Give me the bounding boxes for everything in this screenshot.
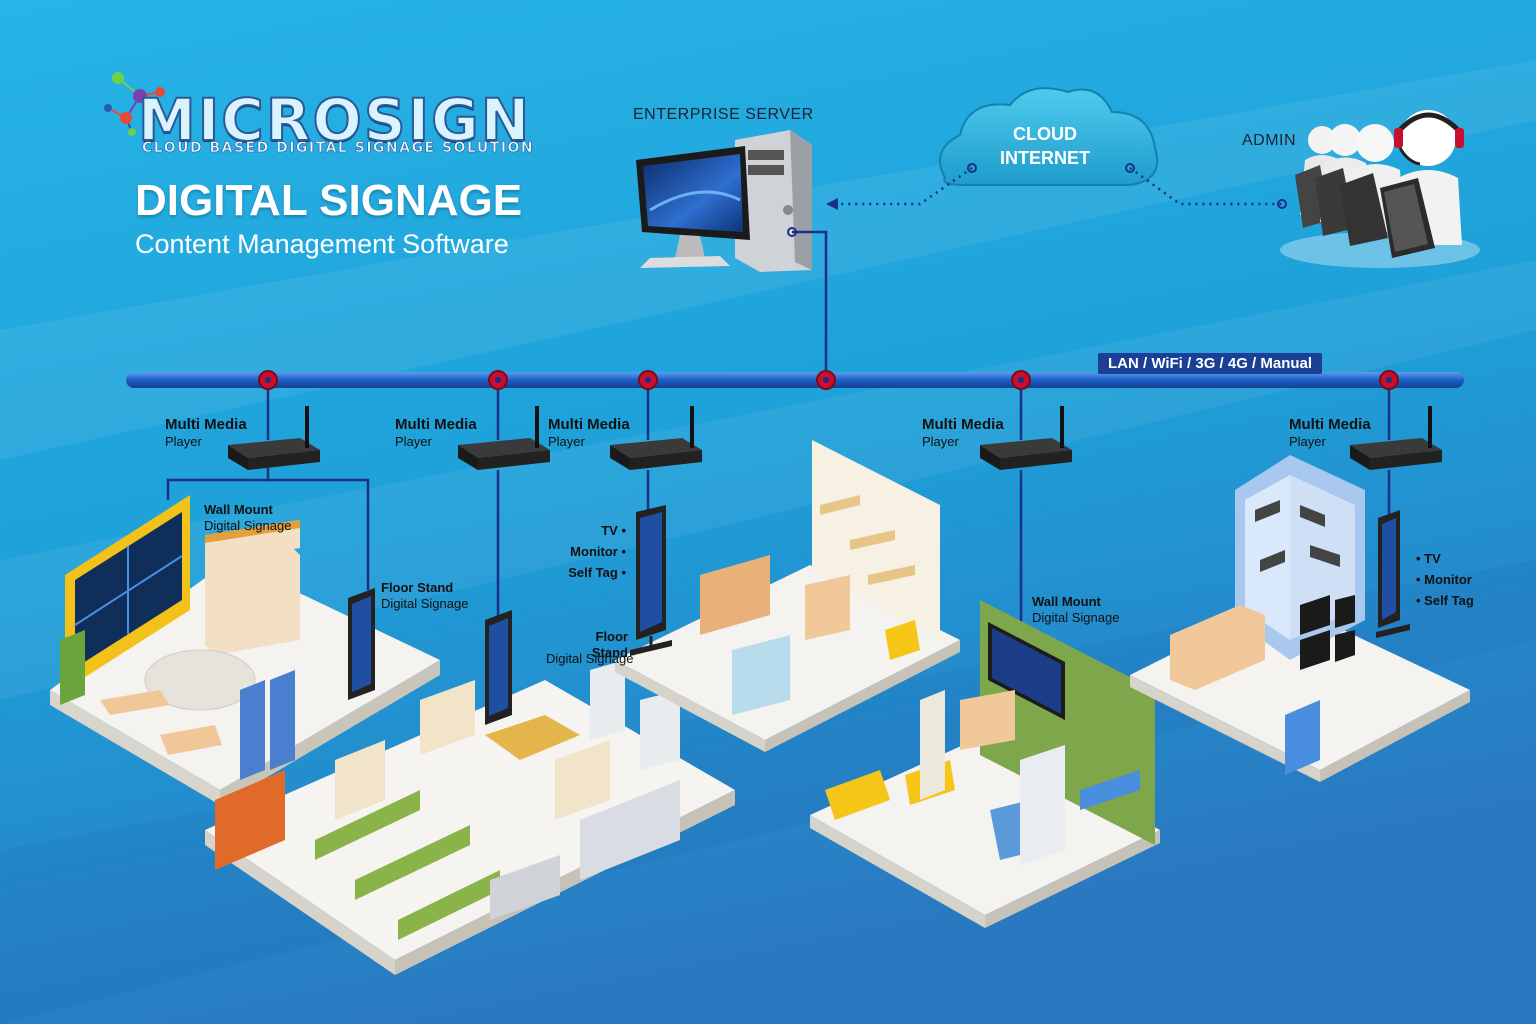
cloud-server-link: [828, 166, 973, 206]
molecule-logo-icon: [104, 72, 165, 136]
wall-mount-label-1: Wall Mount Digital Signage: [204, 502, 291, 534]
media-player-icon: [1350, 406, 1442, 470]
bullet-self-tag: • Self Tag: [1416, 593, 1474, 608]
wall-mount-sub: Digital Signage: [204, 518, 292, 533]
cloud-icon: [939, 87, 1159, 186]
bullet-monitor: Monitor •: [570, 544, 626, 559]
drop-lines: [166, 388, 1391, 640]
bullet-monitor: • Monitor: [1416, 572, 1472, 587]
page-subtitle: Content Management Software: [135, 229, 509, 259]
electronics-scene: [1130, 455, 1470, 782]
player-label-5: Multi Media Player: [1289, 416, 1371, 450]
player-subtitle: Player: [395, 434, 432, 449]
player-title: Multi Media: [165, 416, 247, 433]
server-computer-icon: [636, 130, 812, 272]
bullet-tv: • TV: [1416, 551, 1441, 566]
player-subtitle: Player: [1289, 434, 1326, 449]
floor-stand-title: Floor Stand: [381, 580, 454, 595]
clinic-scene: [810, 600, 1160, 928]
player-label-4: Multi Media Player: [922, 416, 1004, 450]
bullet-tv: TV •: [601, 523, 626, 538]
network-bus: [126, 372, 1464, 388]
media-player-icon: [980, 406, 1072, 470]
player-label-1: Multi Media Player: [165, 416, 247, 450]
supermarket-scene: [205, 610, 735, 975]
floor-stand-label-2: Floor Stand: [562, 629, 628, 661]
retail-scene: [615, 440, 960, 752]
floor-stand-title: Floor Stand: [591, 629, 628, 660]
player-title: Multi Media: [922, 416, 1004, 433]
device-bullets-left: TV • Monitor • Self Tag •: [560, 520, 626, 583]
page-title: DIGITAL SIGNAGE: [135, 176, 523, 225]
admin-operators-icon: [1280, 110, 1480, 268]
mall-scene: [50, 495, 440, 805]
cloud-label-line2: INTERNET: [1000, 148, 1090, 168]
server-link-line: [792, 230, 828, 380]
wall-mount-sub: Digital Signage: [1032, 610, 1120, 625]
bus-connectors: [258, 370, 1399, 390]
floor-stand-label-1: Floor Stand Digital Signage: [381, 580, 468, 612]
bullet-self-tag: Self Tag •: [568, 565, 626, 580]
player-title: Multi Media: [395, 416, 477, 433]
brand-tagline: CLOUD BASED DIGITAL SIGNAGE SOLUTION: [142, 140, 535, 157]
brand-logo: MICROSIGN: [137, 85, 532, 155]
player-title: Multi Media: [1289, 416, 1371, 433]
server-label: ENTERPRISE SERVER: [633, 106, 814, 123]
player-title: Multi Media: [548, 416, 630, 433]
player-subtitle: Player: [165, 434, 202, 449]
player-subtitle: Player: [548, 434, 585, 449]
media-player-icon: [458, 406, 550, 470]
floor-stand-sub: Digital Signage: [546, 651, 634, 666]
cloud-label-line1: CLOUD: [1013, 124, 1077, 144]
device-bullets-right: • TV • Monitor • Self Tag: [1416, 548, 1474, 611]
player-label-2: Multi Media Player: [395, 416, 477, 450]
floor-stand-sub: Digital Signage: [381, 596, 469, 611]
player-label-3: Multi Media Player: [548, 416, 630, 450]
wall-mount-label-2: Wall Mount Digital Signage: [1032, 594, 1119, 626]
wall-mount-title: Wall Mount: [204, 502, 273, 517]
network-label: LAN / WiFi / 3G / 4G / Manual: [1098, 353, 1323, 374]
admin-label: ADMIN: [1242, 132, 1297, 149]
floor-stand-sub-2: Digital Signage: [546, 651, 633, 667]
media-player-icon: [610, 406, 702, 470]
media-player-icon: [228, 406, 320, 470]
wall-mount-title: Wall Mount: [1032, 594, 1101, 609]
cloud-label: CLOUD INTERNET: [990, 122, 1100, 170]
player-subtitle: Player: [922, 434, 959, 449]
